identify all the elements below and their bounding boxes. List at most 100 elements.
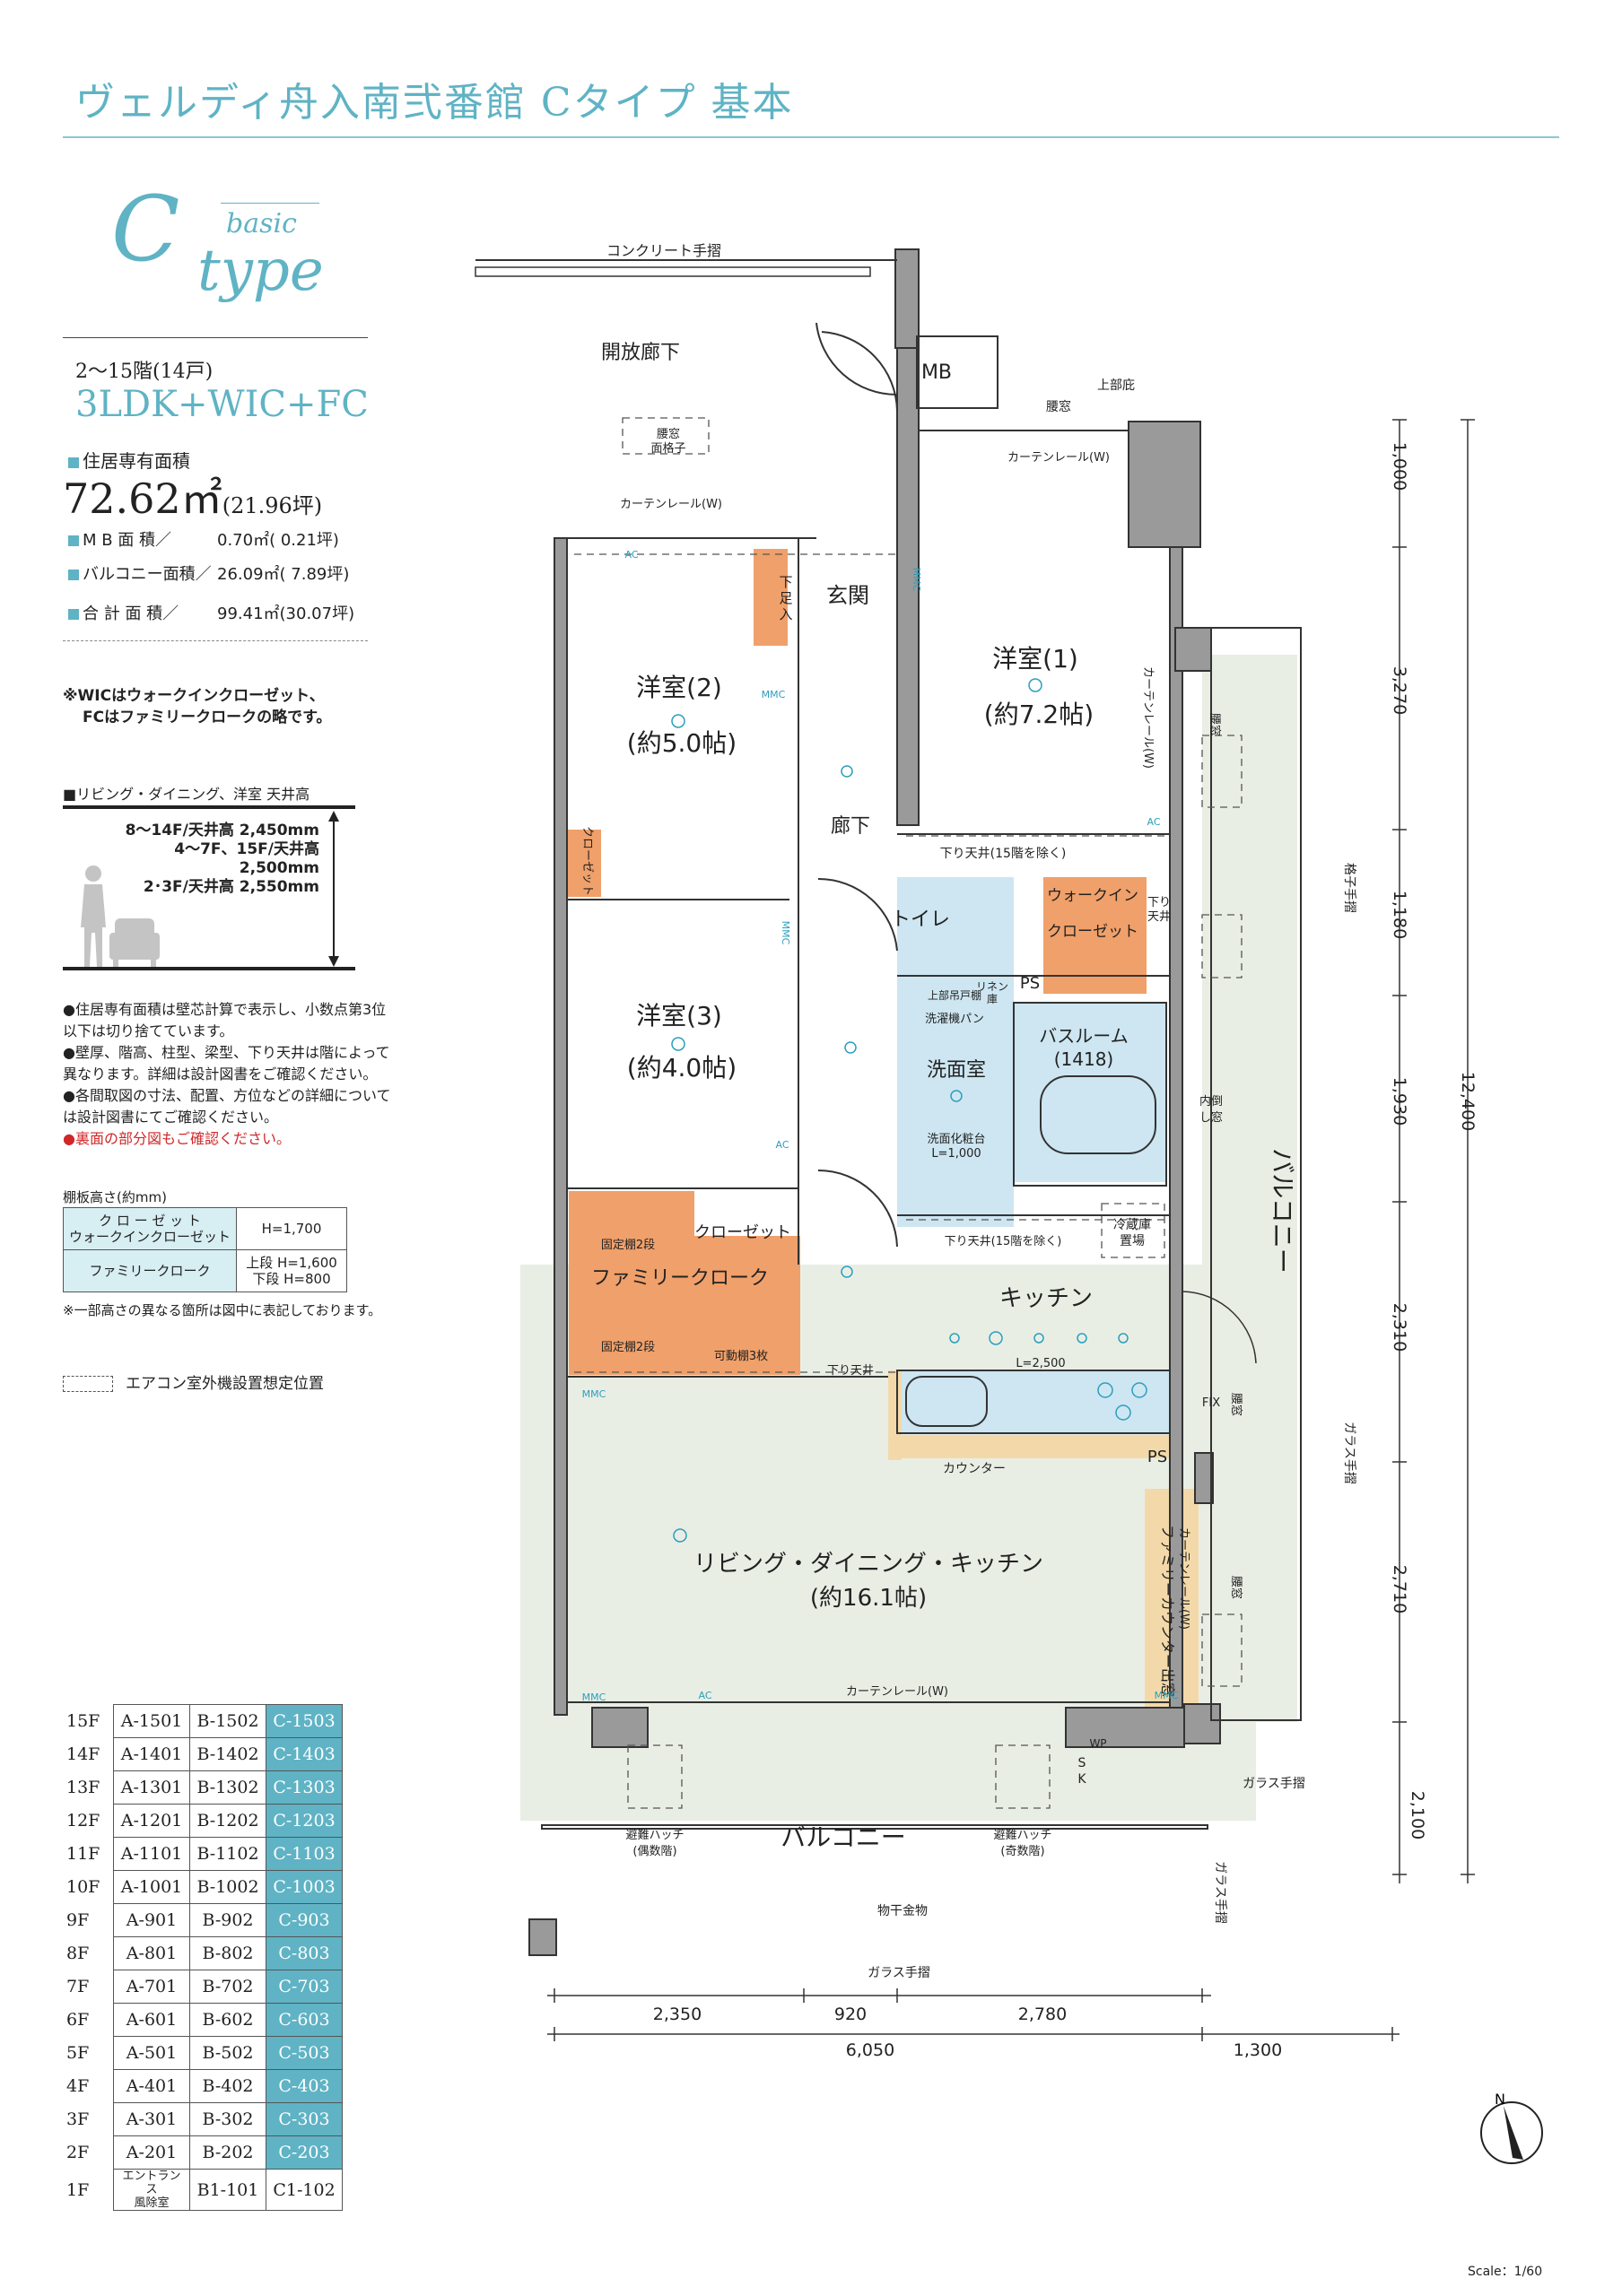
area-row-value: 0.70㎡( 0.21坪) [217, 531, 339, 550]
label-glass-rail-corner: ガラス手摺 [1213, 1861, 1227, 1924]
unit-a: A-1401 [113, 1737, 190, 1771]
unit-b: B-302 [189, 2102, 266, 2136]
ceiling-light-icon [671, 1037, 685, 1051]
unit-c: C-1003 [266, 1870, 343, 1904]
label-bath-1: バスルーム [1039, 1025, 1128, 1047]
label-glass-rail-right: ガラス手摺 [1243, 1777, 1305, 1791]
label-fixed-shelf-top: 固定棚2段 [601, 1239, 655, 1252]
label-movable-shelf: 可動棚3枚 [714, 1350, 768, 1363]
unit-c: C-703 [266, 1970, 343, 2004]
stove-burner-icon [1097, 1382, 1113, 1398]
label-closet-horizontal: クローゼット [694, 1223, 791, 1242]
unit-b: B-702 [189, 1970, 266, 2004]
ceiling-height-figure [63, 805, 355, 970]
unit-b: B-1402 [189, 1737, 266, 1771]
info-divider [63, 337, 368, 338]
unit-a: A-1101 [113, 1837, 190, 1871]
label-hatch-odd-2: (奇数階) [1000, 1844, 1044, 1858]
unit-floor: 6F [66, 2010, 90, 2030]
label-glass-rail-bottom: ガラス手摺 [868, 1966, 930, 1980]
label-naikoshi-1: 内倒 [1199, 1094, 1223, 1109]
unit-a: A-301 [113, 2102, 190, 2136]
square-bullet-icon [68, 535, 79, 546]
label-closet-vertical: クローゼット [580, 826, 594, 896]
label-hallway: 廊下 [831, 815, 870, 838]
unit-c: C-403 [266, 2069, 343, 2103]
label-glass-rail-side: ガラス手摺 [1342, 1422, 1356, 1484]
downlight-icon [949, 1333, 960, 1344]
area-row-label: M B 面 積／ [83, 531, 172, 550]
unit-c: C-503 [266, 2036, 343, 2070]
area-divider [63, 640, 368, 641]
label-top-rail: コンクリート手摺 [606, 242, 721, 259]
square-bullet-icon [68, 457, 79, 468]
area-row-mb: M B 面 積／ 0.70㎡( 0.21坪) [68, 527, 339, 551]
label-ldk-size: (約16.1帖) [810, 1585, 927, 1612]
unit-floor: 1F [66, 2179, 90, 2200]
label-fixed-shelf-bottom: 固定棚2段 [601, 1341, 655, 1354]
unit-floor: 9F [66, 1910, 90, 1930]
shelf-key-line: ク ロ ー ゼ ッ ト [99, 1213, 201, 1229]
unit-c: C1-102 [266, 2169, 343, 2211]
label-mmc-5: MMC [582, 1692, 606, 1703]
unit-floor: 13F [66, 1778, 100, 1797]
shelf-value: H=1,700 [236, 1207, 347, 1250]
title-divider [63, 136, 1559, 138]
label-ldk-name: リビング・ダイニング・キッチン [693, 1551, 1043, 1578]
dashed-lines [574, 417, 1243, 1809]
label-shoe-box-3: 入 [779, 606, 792, 622]
label-room3-name: 洋室(3) [636, 1001, 722, 1031]
unit-c: C-1403 [266, 1737, 343, 1771]
label-vanity-1: 洗面化粧台 [927, 1133, 985, 1146]
unit-floor: 12F [66, 1811, 100, 1831]
label-linen-2: 庫 [987, 993, 998, 1005]
label-shoe-box-1: 下 [779, 574, 792, 590]
label-balcony-right: バルコニー [1268, 1148, 1297, 1273]
dim-right-4: 1,930 [1390, 1077, 1409, 1126]
shelf-value-line: H=1,700 [261, 1221, 322, 1237]
label-room1-size: (約7.2帖) [984, 700, 1094, 729]
unit-c: C-903 [266, 1903, 343, 1937]
disclaimer-note-red: ●裏面の部分図もご確認ください。 [63, 1130, 291, 1147]
ac-legend-text: エアコン室外機設置想定位置 [126, 1375, 324, 1393]
area-row-label: 合 計 面 積／ [83, 604, 179, 623]
dim-right-3: 1,180 [1390, 891, 1409, 939]
label-naikoshi-2: し窓 [1199, 1110, 1223, 1125]
dimension-lines [547, 420, 1469, 2035]
label-room2-size: (約5.0帖) [627, 728, 737, 758]
label-balcony-bottom: バルコニー [780, 1822, 905, 1852]
unit-b: B-202 [189, 2135, 266, 2170]
shelf-key: ファミリークローク [63, 1249, 237, 1292]
disclaimer-note: ●住居専有面積は壁芯計算で表示し、小数点第3位以下は切り捨てています。 [63, 1001, 387, 1039]
label-mmc-6: MMC [1155, 1690, 1179, 1701]
dim-right-7: 2,100 [1408, 1791, 1427, 1839]
compass-north: N [1495, 2091, 1505, 2108]
unit-a: A-201 [113, 2135, 190, 2170]
label-sk-1: S [1078, 1756, 1086, 1770]
dim-right-1: 1,000 [1390, 442, 1409, 491]
label-ac-4: AC [698, 1690, 711, 1701]
ceiling-light-icon [671, 714, 685, 728]
ceiling-height-line: 2･3F/天井高 2,550mm [143, 878, 319, 896]
armchair-icon [109, 918, 160, 967]
floor-plan: コンクリート手摺 開放廊下 MB 上部庇 腰窓 カーテンレール(W) 腰窓 面格… [475, 242, 1478, 2060]
label-mmc-4: MMC [582, 1388, 606, 1400]
unit-b: B-502 [189, 2036, 266, 2070]
label-hanger: 物干金物 [877, 1904, 928, 1918]
unit-a: A-501 [113, 2036, 190, 2070]
unit-c: C-803 [266, 1936, 343, 1970]
gas-outlet-icon [989, 1331, 1003, 1345]
stove-burner-icon [1115, 1405, 1131, 1421]
label-ac-2: AC [1147, 816, 1160, 828]
abbreviation-note-line: FCはファミリークロークの略です。 [83, 709, 332, 726]
type-logo-letter: C [111, 177, 180, 282]
unit-floor: 11F [66, 1844, 100, 1864]
unit-floor: 3F [66, 2109, 90, 2129]
